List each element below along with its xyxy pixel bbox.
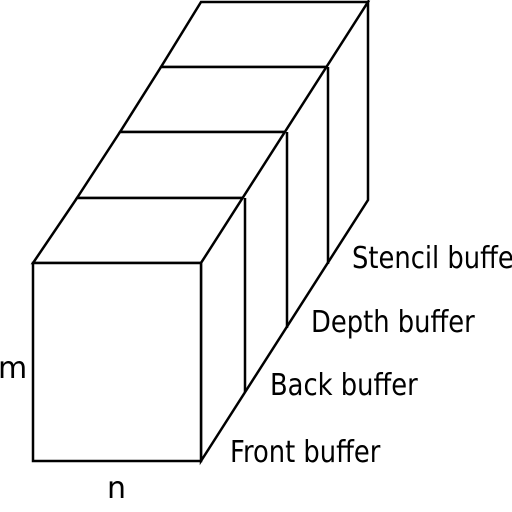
- label-back-buffer: Back buffer: [270, 367, 418, 402]
- label-front-buffer: Front buffer: [230, 434, 381, 469]
- height-dimension-label: m: [0, 351, 27, 386]
- front-buffer-front-face: [31, 261, 203, 463]
- label-depth-buffer: Depth buffer: [311, 304, 475, 339]
- label-stencil-buffer: Stencil buffer: [352, 240, 512, 275]
- width-dimension-label: n: [107, 471, 126, 506]
